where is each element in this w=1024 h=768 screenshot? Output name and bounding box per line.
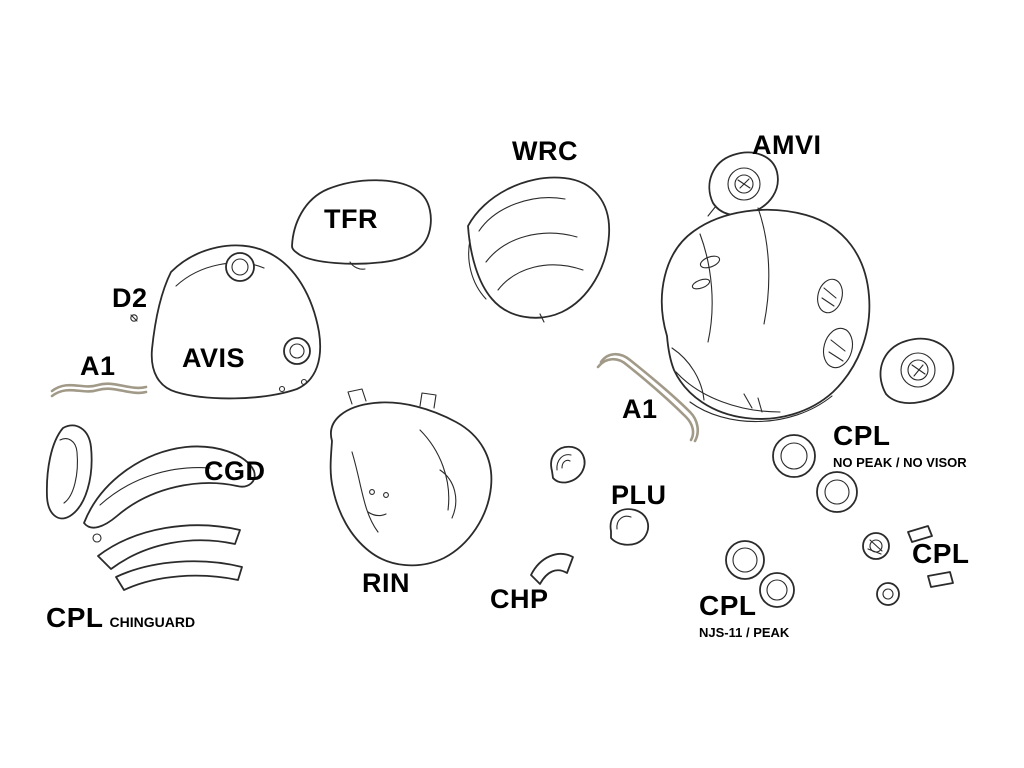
part-wrc-peak — [467, 176, 610, 323]
label-avis: AVIS — [182, 343, 246, 373]
label-tfr: TFR — [324, 204, 378, 234]
label-cpl-nopeak: CPL NO PEAK / NO VISOR — [833, 420, 967, 470]
part-cgd-chinguard — [45, 424, 256, 591]
part-plu-plugs — [550, 445, 649, 546]
part-cpl-rings-nopeak — [772, 434, 858, 513]
label-a1-right: A1 — [622, 394, 658, 424]
part-cpl-rings-peak — [725, 540, 795, 608]
part-helmet-shell — [661, 207, 871, 423]
label-cpl-peak-main: CPL — [699, 590, 757, 621]
label-cpl-peak: CPL NJS-11 / PEAK — [699, 590, 789, 640]
label-cpl-chinguard-sub: CHINGUARD — [109, 614, 196, 630]
label-rin: RIN — [362, 568, 410, 598]
part-avis-shield — [150, 244, 322, 400]
label-cgd: CGD — [204, 456, 266, 486]
label-cpl-chinguard-main: CPL — [46, 602, 104, 633]
label-amvi: AMVI — [752, 130, 822, 160]
label-cpl-baseplate: CPL — [912, 538, 970, 569]
label-cpl-nopeak-sub: NO PEAK / NO VISOR — [833, 455, 967, 470]
part-cpl-hardware-right — [862, 525, 954, 606]
label-cpl-nopeak-main: CPL — [833, 420, 891, 451]
label-d2: D2 — [112, 283, 148, 313]
label-cpl-peak-sub: NJS-11 / PEAK — [699, 625, 790, 640]
part-amvi-vent-top — [707, 151, 779, 217]
part-tfr-insert — [291, 179, 432, 270]
part-amvi-vent-side — [879, 337, 955, 405]
part-a1-beading-right — [596, 352, 700, 443]
label-plu: PLU — [611, 480, 667, 510]
label-chp: CHP — [490, 584, 549, 614]
label-a1-left: A1 — [80, 351, 116, 381]
part-d2-screw — [130, 314, 138, 322]
part-rin-liner — [329, 388, 493, 567]
part-chp-strip — [530, 553, 574, 585]
part-a1-beading-left — [50, 382, 148, 398]
label-wrc: WRC — [512, 136, 578, 166]
label-cpl-chinguard: CPL CHINGUARD — [46, 602, 195, 634]
